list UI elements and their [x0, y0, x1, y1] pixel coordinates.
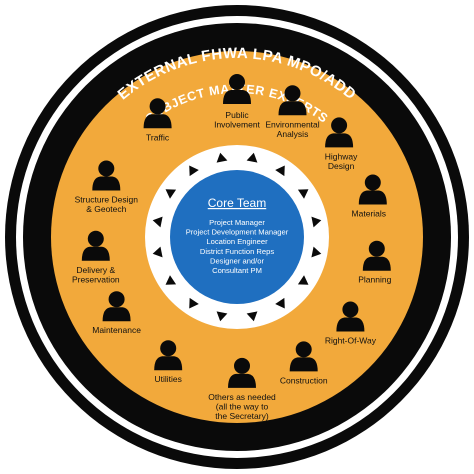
arrow-triangle-icon [165, 275, 177, 285]
person-head-icon [98, 160, 115, 177]
person-head-icon [342, 301, 359, 318]
expert-label: Analysis [277, 129, 309, 139]
expert-label: Delivery & [76, 265, 115, 275]
person-body-icon [143, 114, 172, 129]
core-team-title: Core Team [208, 196, 266, 210]
expert-item: Planning [358, 240, 392, 285]
person-head-icon [108, 291, 125, 308]
expert-item: Utilities [154, 340, 183, 384]
arrow-triangle-icon [311, 216, 322, 228]
arrow-triangle-icon [152, 246, 163, 258]
expert-label: Involvement [214, 120, 260, 130]
core-team-item: Designer and/or [210, 256, 265, 265]
person-body-icon [358, 190, 387, 205]
expert-item: Structure Design& Geotech [75, 160, 139, 214]
person-head-icon [234, 357, 250, 374]
person-head-icon [295, 341, 312, 358]
expert-label: Structure Design [75, 195, 139, 205]
expert-item: Traffic [143, 98, 172, 142]
person-body-icon [223, 90, 251, 104]
arrow-triangle-icon [275, 297, 285, 309]
person-head-icon [229, 74, 245, 90]
arrow-triangle-icon [216, 311, 228, 322]
expert-item: Delivery &Preservation [72, 230, 120, 284]
expert-label: Design [328, 161, 355, 171]
expert-label: Others as needed [208, 392, 276, 402]
arrow-triangle-icon [311, 246, 322, 258]
expert-label: Maintenance [92, 325, 141, 335]
core-circle [170, 170, 304, 304]
arrow-ring [152, 152, 322, 322]
person-body-icon [92, 176, 121, 191]
arrow-triangle-icon [165, 189, 177, 199]
expert-label: the Secretary) [215, 411, 269, 421]
person-body-icon [81, 246, 110, 261]
expert-label: Utilities [154, 374, 181, 384]
expert-label: & Geotech [86, 204, 126, 214]
arrow-triangle-icon [189, 165, 199, 177]
person-body-icon [289, 357, 318, 372]
expert-label: Construction [280, 375, 328, 385]
arrow-triangle-icon [275, 165, 285, 177]
core-team-item: Project Manager [209, 218, 265, 227]
person-head-icon [149, 98, 166, 115]
arrow-triangle-icon [189, 297, 199, 309]
core-team-item: Consultant PM [212, 266, 262, 275]
person-head-icon [364, 174, 381, 191]
expert-item: Right-Of-Way [325, 301, 377, 346]
person-head-icon [160, 340, 177, 357]
expert-label: Preservation [72, 274, 120, 284]
person-body-icon [102, 307, 131, 322]
person-head-icon [331, 117, 348, 134]
person-body-icon [154, 356, 183, 371]
person-head-icon [87, 230, 104, 247]
person-body-icon [228, 373, 256, 388]
expert-item: Materials [352, 174, 387, 219]
arrow-triangle-icon [297, 275, 309, 285]
person-head-icon [368, 240, 385, 257]
expert-label: Planning [358, 275, 391, 285]
arrow-triangle-icon [216, 152, 228, 163]
person-body-icon [325, 133, 354, 148]
arrow-triangle-icon [297, 189, 309, 199]
arrow-triangle-icon [246, 152, 258, 163]
expert-label: Right-Of-Way [325, 336, 377, 346]
person-body-icon [362, 256, 391, 271]
person-head-icon [284, 85, 301, 102]
expert-label: Environmental [265, 119, 319, 129]
expert-label: (all the way to [216, 401, 269, 411]
expert-item: Maintenance [92, 291, 141, 335]
person-body-icon [278, 101, 307, 116]
arrow-triangle-icon [152, 216, 163, 228]
arrow-triangle-icon [246, 311, 258, 322]
core-team-item: District Function Reps [200, 247, 274, 256]
person-body-icon [336, 317, 365, 332]
core-team-item: Location Engineer [206, 237, 268, 246]
expert-label: Highway [325, 151, 358, 161]
expert-label: Materials [352, 209, 386, 219]
expert-item: Construction [280, 341, 328, 385]
expert-label: Traffic [146, 132, 170, 142]
expert-label: Public [225, 110, 249, 120]
core-team-item: Project Development Manager [186, 228, 289, 237]
